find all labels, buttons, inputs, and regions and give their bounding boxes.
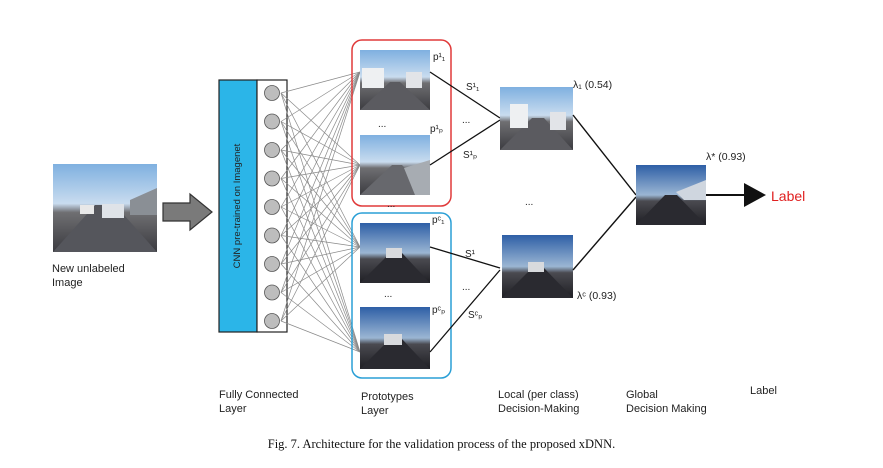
fc-connection-line [280,246,361,322]
column-label-fc: Fully Connected Layer [219,388,299,416]
fc-neurons [264,85,280,329]
cnn-label: CNN pre-trained on Imagenet [232,143,243,268]
column-label-label-line1: Label [750,385,777,397]
output-arrow [706,183,766,207]
classc-prototypes-box [351,212,452,379]
fc-connection-line [280,71,361,265]
fc-connection-line [280,178,361,248]
fc-connection-line [280,71,361,94]
fc-neuron [264,313,280,329]
fc-connection-line [280,235,361,353]
prototype-label-c-p: pᶜₚ [432,305,445,316]
input-caption: New unlabeled Image [52,262,125,290]
fc-connection-line [280,121,361,353]
column-label-global-line1: Global [626,389,658,401]
column-label-prototypes-line2: Layer [361,405,389,417]
column-label-global-line2: Decision Making [626,403,707,415]
fc-connection-line [280,246,361,293]
column-label-fc-line1: Fully Connected [219,389,299,401]
score-dots-top: ... [462,115,470,126]
input-arrow [162,192,213,232]
fc-connection-line [280,92,361,166]
fc-connection-line [280,71,361,322]
input-image [53,164,157,252]
column-label-prototypes: Prototypes Layer [361,390,414,418]
column-label-label: Label [750,384,777,398]
fc-connection-line [280,206,361,248]
lambda-star: λ* (0.93) [706,151,746,163]
fc-connection-line [280,149,361,166]
global-decision-image [636,165,706,225]
fc-connection-line [280,71,361,151]
score-label-c-p: Sᶜₚ [468,310,483,321]
local-decision-image-1 [500,87,573,150]
fc-connection-line [280,246,361,265]
prototype-image-c-1 [360,223,430,283]
prototype-label-1-p: p¹ₚ [430,124,443,135]
fc-connection-line [280,71,361,122]
score-dots-bottom: ... [462,282,470,293]
lambda-1: λ₁ (0.54) [573,79,612,91]
prototype-label-1-1: p¹₁ [433,52,446,63]
local-dots: ... [525,197,533,208]
score-label-1-1: S¹₁ [466,82,480,93]
figure-caption: Fig. 7. Architecture for the validation … [267,437,616,451]
column-label-global: Global Decision Making [626,388,707,416]
fc-connections [280,71,361,353]
lambda-c: λᶜ (0.93) [577,290,616,302]
fc-connection-line [280,164,361,179]
fc-neuron [264,113,280,130]
fc-connection-line [280,92,361,353]
input-caption-line1: New unlabeled [52,263,125,275]
fc-connection-line [280,149,361,248]
fc-connection-line [280,164,361,208]
column-label-local: Local (per class) Decision-Making [498,388,579,416]
column-label-fc-line2: Layer [219,403,247,415]
fc-neuron [264,284,280,301]
prototype-image-c-p [360,307,430,369]
class1-prototypes-box [351,39,452,207]
fc-connection-line [280,164,361,322]
fc-connection-line [280,71,361,179]
fc-connection-line [280,320,361,353]
prototype-dots-bottom: ... [384,289,392,300]
between-boxes-dots: ... [387,199,395,210]
column-label-prototypes-line1: Prototypes [361,391,414,403]
prototype-image-1-p [360,135,430,195]
fc-connection-line [280,164,361,293]
fc-neuron [264,85,280,101]
column-label-local-line1: Local (per class) [498,389,579,401]
fc-connection-line [280,92,361,248]
fc-neuron [264,142,280,158]
column-label-local-line2: Decision-Making [498,403,580,415]
fc-connection-line [280,71,361,293]
prototype-image-1-1 [360,50,430,110]
score-label-c-1: S¹ [465,249,476,260]
fc-connection-line [280,71,361,208]
prototype-dots-top: ... [378,119,386,130]
similarity-lines [429,71,501,353]
fc-connection-line [280,235,361,248]
fc-neuron [264,256,280,272]
fc-connection-line [280,164,361,265]
fc-connection-line [280,71,361,236]
fc-neuron [264,170,280,187]
fc-connection-line [280,164,361,236]
prototype-label-c-1: pᶜ₁ [432,215,445,226]
fc-connection-line [280,263,361,353]
fc-neuron [264,199,280,215]
output-label: Label [771,188,805,204]
input-caption-line2: Image [52,277,83,289]
score-label-1-p: S¹ₚ [463,150,477,161]
fc-connection-line [280,178,361,353]
fc-connection-line [280,149,361,353]
fc-neuron [264,227,280,244]
fc-connection-line [280,292,361,353]
fc-connection-line [280,121,361,248]
local-decision-image-c [502,235,573,298]
fc-connection-line [280,121,361,166]
global-lines [572,114,637,271]
